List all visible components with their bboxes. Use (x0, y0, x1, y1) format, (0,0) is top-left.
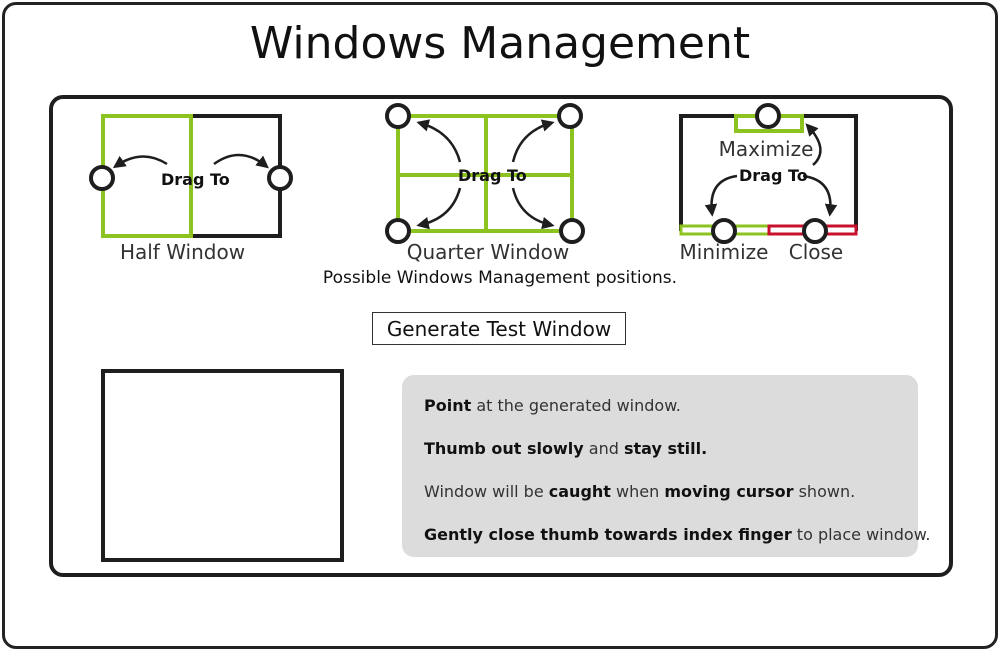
quarter-arrow-top-right (511, 119, 555, 163)
half-left-handle (89, 165, 115, 191)
mmc-arrow-to-close (802, 174, 838, 217)
half-drag-label: Drag To (161, 170, 230, 189)
quarter-arrow-top-left (416, 119, 462, 163)
maximize-handle (755, 103, 781, 129)
minimize-label: Minimize (679, 240, 769, 264)
minimize-handle (711, 218, 737, 244)
quarter-handle-top-left (385, 103, 411, 129)
close-label: Close (788, 240, 844, 264)
close-handle (802, 218, 828, 244)
instruction-3: Window will be caught when moving cursor… (424, 482, 856, 501)
half-right-handle (267, 165, 293, 191)
maximize-label: Maximize (718, 137, 814, 161)
quarter-handle-bottom-right (559, 218, 585, 244)
quarter-arrow-bottom-right (511, 187, 555, 230)
quarter-handle-bottom-left (385, 218, 411, 244)
mmc-arrow-to-maximize (805, 123, 822, 166)
instructions-panel: Point at the generated window. Thumb out… (402, 375, 930, 557)
quarter-drag-label: Drag To (458, 166, 527, 185)
half-window-label: Half Window (119, 240, 246, 264)
main-panel (49, 95, 953, 577)
quarter-handle-top-right (557, 103, 583, 129)
mmc-drag-label: Drag To (739, 166, 808, 185)
positions-caption: Possible Windows Management positions. (322, 268, 678, 288)
half-right-arrow (213, 153, 269, 169)
instruction-1: Point at the generated window. (424, 396, 681, 415)
test-window[interactable] (101, 369, 344, 562)
mmc-arrow-to-minimize (704, 174, 738, 217)
quarter-window-diagram (385, 103, 585, 244)
instruction-4: Gently close thumb towards index finger … (424, 525, 931, 544)
half-left-arrow (112, 155, 168, 169)
generate-test-window-button[interactable]: Generate Test Window (372, 312, 626, 345)
quarter-arrow-bottom-left (416, 187, 462, 230)
half-window-diagram (89, 114, 293, 238)
quarter-window-label: Quarter Window (406, 240, 570, 264)
page-title: Windows Management (249, 18, 751, 69)
max-min-close-diagram (679, 103, 858, 244)
instruction-2: Thumb out slowly and stay still. (424, 439, 708, 458)
